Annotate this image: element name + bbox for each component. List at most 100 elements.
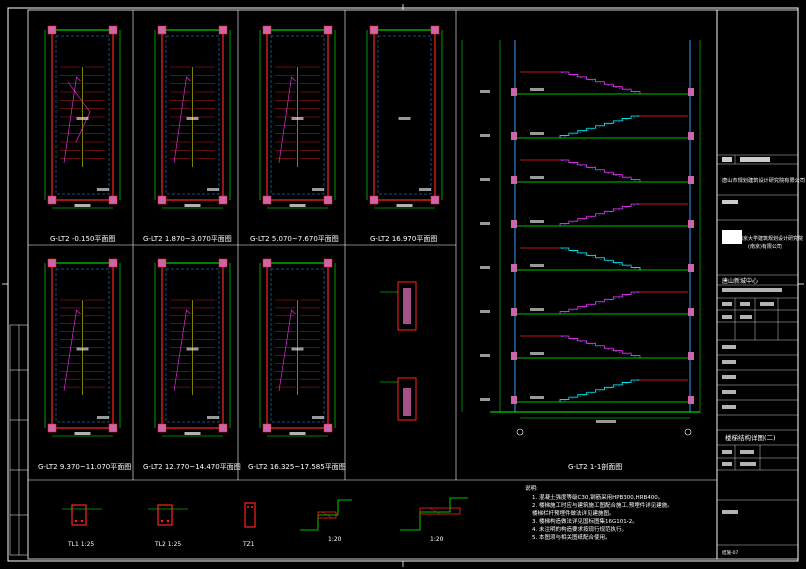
column-2: [323, 25, 333, 35]
column-1: [157, 25, 167, 35]
flight-slab: [559, 379, 641, 403]
column-1: [47, 25, 57, 35]
dimension-text: [396, 204, 413, 207]
plan-title-6: G-LT2 12.770~14.470平面图: [143, 463, 241, 471]
slab-beam-left: [511, 308, 517, 316]
level-label: [530, 308, 544, 311]
flight-slab: [559, 159, 641, 183]
column-3: [47, 423, 57, 433]
flight-slab: [559, 71, 641, 95]
column-2: [218, 25, 228, 35]
slab-beam-right: [688, 132, 694, 140]
stair-plan-2: [154, 25, 231, 209]
column-1: [47, 258, 57, 268]
column-3: [262, 195, 272, 205]
level-label: [530, 264, 544, 267]
elevation-label: [480, 266, 490, 269]
column-1: [262, 258, 272, 268]
column-1: [157, 258, 167, 268]
column-1: [262, 25, 272, 35]
drawing-number: 结施-07: [722, 549, 738, 556]
rebar-dot: [166, 519, 170, 523]
slab-beam-right: [688, 176, 694, 184]
frame-ticks: [2, 4, 804, 567]
landing-label: [291, 347, 304, 351]
elevation-label: [480, 310, 490, 313]
company-name-2b: (南京)有限公司: [748, 243, 782, 250]
beam-label: [312, 188, 324, 191]
stair-flight: [559, 203, 640, 226]
slab-beam-left: [511, 176, 517, 184]
hidden-outline: [55, 35, 110, 195]
column-2: [323, 258, 333, 268]
column-3: [262, 423, 272, 433]
stair-detail-mid: [380, 281, 417, 421]
column-4: [108, 423, 118, 433]
node-cross: [429, 507, 441, 515]
detail-beam-1: [397, 281, 417, 331]
project-name: 唐山新城中心: [722, 277, 758, 285]
note-line-6: 5. 本图须与相关图纸配合使用。: [532, 533, 611, 541]
note-line-1: 1. 混凝土强度等级C30,钢筋采用HPB300,HRB400。: [532, 493, 663, 501]
beam-detail-1: [62, 504, 102, 526]
hidden-outline: [55, 268, 110, 423]
stair-flight: [560, 247, 641, 270]
level-label: [530, 220, 544, 223]
node-beam: [317, 511, 337, 519]
detail-label-tz1: TZ1: [242, 541, 255, 548]
general-notes: 说明: 1. 混凝土强度等级C30,钢筋采用HPB300,HRB400。 2. …: [525, 484, 673, 541]
column-2: [218, 258, 228, 268]
elevation-label: [480, 354, 490, 357]
node-outline: [400, 497, 468, 531]
panel-grid: [28, 10, 717, 481]
detail-label-tl2: TL2 1:25: [154, 541, 181, 548]
slab-beam-right: [688, 396, 694, 404]
beam-label: [419, 188, 431, 191]
slab-beam-right: [688, 220, 694, 228]
slab-beam-left: [511, 352, 517, 360]
beam-label: [207, 416, 219, 419]
landing-label: [186, 347, 199, 351]
slab-beam-right: [688, 88, 694, 96]
plan-title-4: G-LT2 16.970平面图: [370, 235, 437, 243]
detail-fill-2: [403, 388, 411, 416]
note-line-5: 4. 未注明的构造要求按现行规范执行。: [532, 525, 627, 533]
elevation-label: [480, 222, 490, 225]
flight-slab: [559, 203, 641, 227]
stair-flight: [559, 291, 640, 314]
node-beam: [419, 507, 461, 515]
stair-arrow: [63, 76, 81, 164]
stair-arrow: [63, 309, 81, 392]
level-label: [530, 132, 544, 135]
level-label: [530, 176, 544, 179]
stair-flight: [560, 159, 641, 182]
landing-label: [76, 117, 89, 120]
column-4: [430, 195, 440, 205]
beam-section: [157, 504, 173, 526]
company-name: 唐山市规划建筑设计研究院有限公司: [722, 176, 805, 184]
beam-detail-2: [148, 504, 188, 526]
level-label: [530, 396, 544, 399]
drawing-title: 楼梯结构详图(二): [725, 433, 776, 442]
detail-fill-1: [403, 288, 411, 324]
slab-beam-left: [511, 264, 517, 272]
slab-beam-left: [511, 132, 517, 140]
stair-plan-4: [366, 25, 443, 209]
column-3: [157, 423, 167, 433]
slab-beam-right: [688, 264, 694, 272]
detail-views: [62, 497, 468, 531]
landing-label: [76, 347, 89, 351]
sheet-border: [7, 7, 799, 562]
node-cross: [321, 511, 333, 519]
column-4: [218, 423, 228, 433]
rebar-dot: [74, 519, 78, 523]
plan-title-7: G-LT2 16.325~17.585平面图: [248, 463, 346, 471]
note-line-3: 楼梯栏杆预埋件做法详见建施图。: [532, 509, 615, 517]
section-title: G-LT2 1-1剖面图: [568, 462, 622, 471]
slab-beam-right: [688, 308, 694, 316]
wall-outline: [373, 29, 436, 201]
drawing-frame: [27, 9, 718, 560]
stair-flight: [560, 335, 641, 358]
section-bottom-dim: [596, 420, 616, 423]
notes-heading: 说明:: [525, 484, 538, 492]
